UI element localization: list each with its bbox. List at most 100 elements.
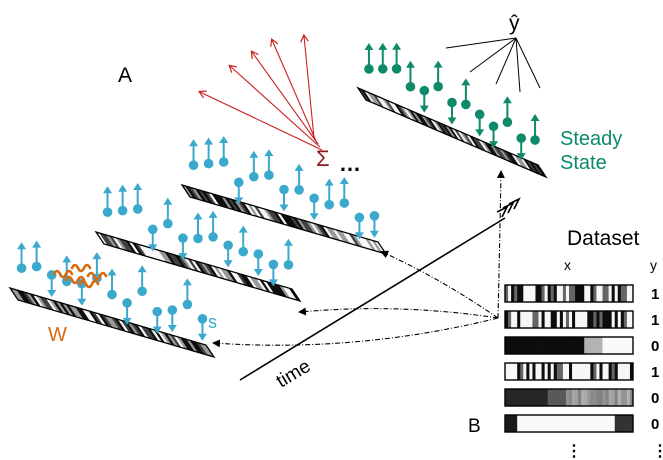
spin-2-6 <box>178 233 188 261</box>
dataset-row-6: 0 <box>504 414 659 433</box>
yhat-line-2 <box>469 37 517 73</box>
spin-3-9 <box>309 193 319 221</box>
strip-1 <box>8 286 216 359</box>
spin-2-10 <box>238 225 249 257</box>
dataset-y-more: ⋮ <box>652 443 663 460</box>
spin-2-8 <box>208 210 218 242</box>
dataset-label-2: 1 <box>651 312 659 329</box>
strip-3 <box>180 183 388 256</box>
sum-arrow-5 <box>304 36 315 139</box>
weight-squiggle-2 <box>64 275 86 285</box>
spin-4-13 <box>530 114 540 145</box>
panel-a-label: A <box>118 64 132 87</box>
dataset-row-1: 1 <box>504 284 659 303</box>
sum-arrow-4 <box>272 40 317 142</box>
sum-ellipsis: … <box>339 151 361 176</box>
dataset-image-2 <box>504 310 634 329</box>
spin-row-3 <box>188 135 380 240</box>
dataset-table: 1 1 0 1 0 0 <box>504 284 659 433</box>
yhat-line-5 <box>515 37 541 89</box>
dataset-x-header: x <box>564 257 571 273</box>
time-label: time <box>273 356 315 392</box>
spin-2-3 <box>132 182 143 214</box>
data-link-1 <box>212 317 499 348</box>
spin-row-2 <box>102 182 294 287</box>
dataset-row-4: 1 <box>504 362 659 381</box>
spin-3-11 <box>339 177 350 208</box>
dataset-y-header: y <box>650 257 657 273</box>
dataset-title: Dataset <box>567 227 640 250</box>
spin-1-8 <box>122 298 132 325</box>
spin-2-4 <box>147 224 158 252</box>
yhat-line-3 <box>495 37 517 85</box>
dataset-image-1 <box>504 284 634 303</box>
spin-4-4 <box>405 60 416 92</box>
spin-1-9 <box>137 265 147 297</box>
strip-2 <box>94 230 302 303</box>
dataset-x-more: ⋮ <box>566 443 582 460</box>
spin-3-4 <box>233 177 244 205</box>
spin-4-9 <box>474 109 485 137</box>
steady-state-label-line1: Steady <box>560 128 622 150</box>
spin-2-9 <box>223 240 233 268</box>
y-hat-label: ŷ <box>509 12 520 35</box>
weight-squiggle-1 <box>52 269 74 279</box>
spin-3-5 <box>249 150 259 182</box>
spin-1-11 <box>167 305 178 333</box>
spin-4-6 <box>433 60 443 92</box>
spin-2-11 <box>253 249 264 277</box>
dataset-image-3 <box>504 336 634 355</box>
dataset-image-5 <box>504 388 634 407</box>
spin-row-4 <box>364 42 540 161</box>
data-link-2 <box>298 307 499 319</box>
spin-4-1 <box>364 42 374 74</box>
spin-2-2 <box>117 184 128 216</box>
spin-4-11 <box>502 96 513 127</box>
spin-4-7 <box>447 97 457 125</box>
dataset-label-1: 1 <box>651 286 659 303</box>
sum-arrow-2 <box>230 66 321 148</box>
spin-3-8 <box>294 163 304 195</box>
spin-3-6 <box>264 149 274 180</box>
dataset-row-5: 0 <box>504 388 659 407</box>
spin-1-13 <box>197 314 208 341</box>
sum-output-arrows <box>200 36 323 151</box>
data-link-4 <box>496 170 505 319</box>
time-axis <box>239 217 506 381</box>
weights-label: W <box>48 324 67 346</box>
spin-3-2 <box>203 137 214 169</box>
spin-3-12 <box>354 212 365 240</box>
dataset-label-5: 0 <box>651 390 659 407</box>
spin-4-8 <box>461 78 471 110</box>
dataset-row-3: 0 <box>504 336 659 355</box>
spin-4-2 <box>377 42 388 74</box>
data-link-3 <box>380 250 499 319</box>
weight-squiggles <box>52 263 108 289</box>
spin-3-7 <box>279 184 289 212</box>
spin-1-10 <box>152 306 163 334</box>
spin-4-10 <box>488 121 499 149</box>
steady-state-label-line2: State <box>560 152 607 174</box>
spin-1-1 <box>16 242 27 273</box>
dataset-to-network-links <box>212 170 505 348</box>
spin-1-7 <box>107 268 117 300</box>
sum-arrow-3 <box>252 52 319 145</box>
sum-arrow-1 <box>200 92 323 151</box>
strip-4 <box>356 86 548 179</box>
time-step-strips <box>8 86 548 359</box>
yhat-line-1 <box>445 37 517 49</box>
spin-2-1 <box>102 186 113 217</box>
time-axis-triple-arrow <box>496 197 521 218</box>
dataset-row-2: 1 <box>504 310 659 329</box>
dataset-label-3: 0 <box>651 338 659 355</box>
sum-symbol: Σ <box>316 146 330 171</box>
weight-squiggle-5 <box>70 263 92 273</box>
spins-label: s <box>208 312 217 332</box>
spin-1-12 <box>182 278 193 310</box>
spin-3-1 <box>188 139 199 170</box>
spin-3-13 <box>369 211 380 238</box>
dataset-image-6 <box>504 414 634 433</box>
yhat-line-4 <box>515 37 521 93</box>
spin-2-5 <box>163 197 173 229</box>
